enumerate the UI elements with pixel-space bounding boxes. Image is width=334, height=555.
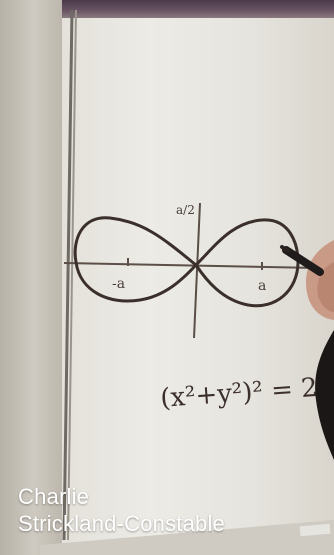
top-strip: [0, 0, 334, 18]
whiteboard-left-frame: [0, 0, 62, 555]
axis-label-neg: -a: [112, 276, 125, 292]
whiteboard-rail: [62, 9, 74, 541]
equation: (x²+y²)² = 2a²(: [159, 370, 334, 413]
marker-pen: [282, 246, 324, 276]
arm-sleeve: [315, 330, 334, 460]
whiteboard-rail-shadow: [67, 9, 77, 541]
marker-tip: [280, 245, 290, 253]
photo-credit: Charlie Strickland-Constable: [18, 483, 318, 537]
credit-last-name: Strickland-Constable: [18, 511, 225, 536]
x-axis: [63, 262, 319, 269]
ledge-item: [299, 523, 331, 537]
credit-first-name: Charlie: [18, 484, 90, 509]
y-axis: [193, 202, 201, 339]
axis-label-top: a/2: [176, 203, 195, 217]
axis-label-pos: a: [258, 278, 266, 294]
whiteboard-ledge: [40, 520, 334, 555]
lemniscate-curve: [73, 216, 300, 308]
